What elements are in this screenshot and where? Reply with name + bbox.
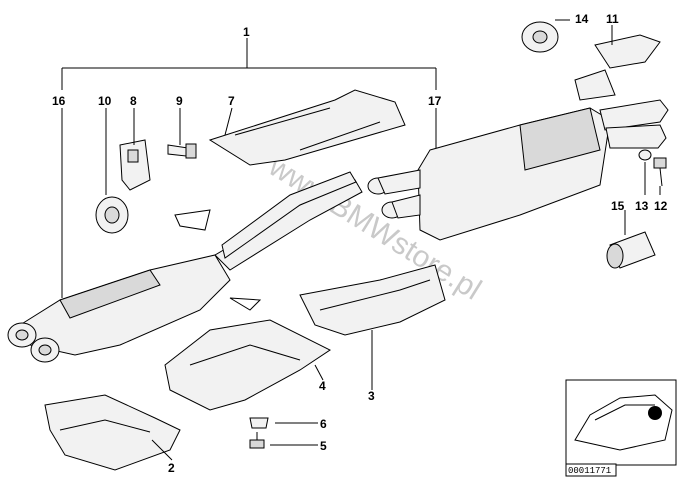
callout-15: 15: [611, 199, 625, 213]
screw-5: [249, 432, 265, 449]
tail-pipe-trim: [606, 231, 656, 269]
washer-13: [638, 149, 652, 161]
heat-shield-rear: [299, 264, 446, 336]
leader-lines: [61, 19, 661, 461]
bolt-9: [167, 143, 197, 159]
rear-muffler: [367, 99, 669, 241]
callout-13: 13: [635, 199, 649, 213]
hanger-bracket: [574, 34, 661, 101]
clamp-bracket: [119, 139, 151, 191]
callout-17: 17: [428, 94, 442, 108]
gasket: [521, 21, 559, 53]
callout-6: 6: [320, 417, 327, 431]
assembly-bracket: [61, 38, 437, 90]
callout-1: 1: [243, 25, 250, 39]
front-muffler-pipe: [7, 171, 363, 363]
heat-shield-front: [44, 394, 181, 471]
callout-8: 8: [130, 94, 137, 108]
clip-6: [249, 417, 269, 429]
callout-2: 2: [168, 461, 175, 475]
callout-14: 14: [575, 12, 589, 26]
callout-16: 16: [52, 94, 66, 108]
callout-11: 11: [606, 12, 619, 26]
callout-7: 7: [228, 94, 235, 108]
callout-3: 3: [368, 389, 375, 403]
heat-shield-center: [164, 319, 331, 411]
callout-4: 4: [319, 379, 326, 393]
vehicle-thumbnail: [565, 379, 677, 466]
bolt-12: [653, 157, 667, 187]
callout-10: 10: [98, 94, 112, 108]
callout-9: 9: [176, 94, 183, 108]
rubber-mount: [95, 196, 129, 234]
callout-5: 5: [320, 439, 327, 453]
heat-shield-upper: [208, 89, 406, 166]
callout-12: 12: [654, 199, 668, 213]
location-marker-icon: [648, 406, 662, 420]
thumbnail-code: 00011771: [568, 466, 611, 476]
